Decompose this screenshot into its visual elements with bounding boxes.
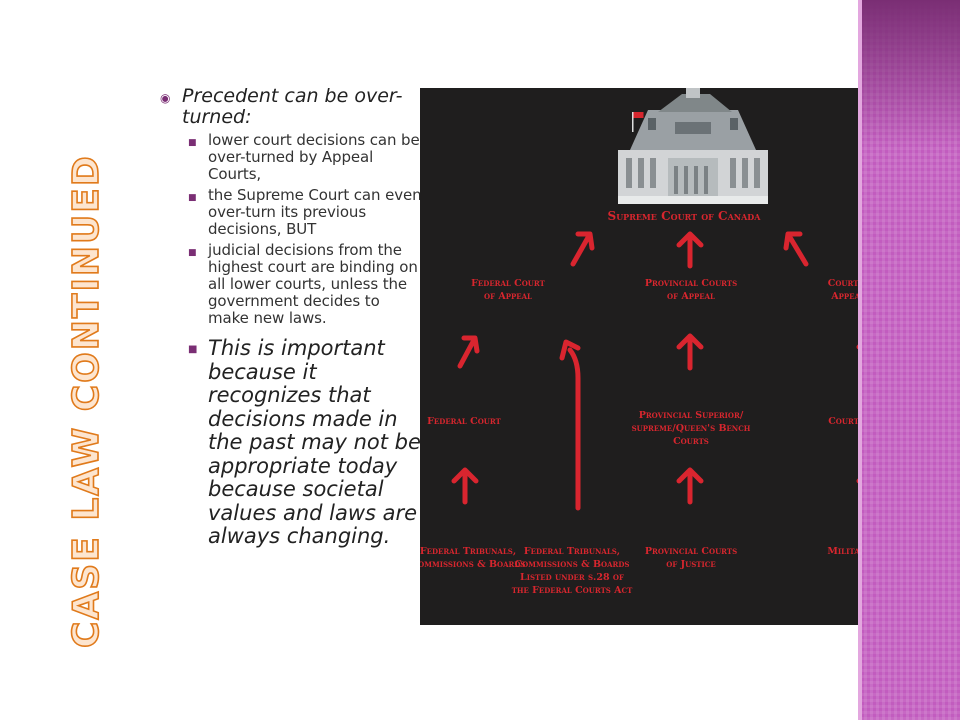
label-federal-tribunals-s28-3: Listed under s.28 of (520, 572, 624, 583)
label-federal-court: Federal Court (427, 416, 501, 427)
label-provincial-superior-2: supreme/Queen's Bench (632, 423, 751, 434)
label-provincial-appeal-2: of Appeal (667, 291, 715, 302)
label-court-martial-appeal-2: Appeal Court (830, 291, 858, 302)
sub-bullet-text: judicial decisions from the highest cour… (208, 241, 418, 327)
label-provincial-justice-1: Provincial Courts (645, 546, 737, 557)
label-federal-tribunals-1: Federal Tribunals, (420, 546, 516, 557)
importance-text: This is important because it recognizes … (208, 337, 422, 549)
label-courts-martial: Courts Martial (828, 416, 858, 427)
label-provincial-superior-3: Courts (673, 436, 709, 447)
sub-bullet-item: ■ the Supreme Court can even over-turn i… (182, 187, 422, 238)
label-provincial-justice-2: of Justice (666, 559, 715, 570)
decorative-side-strip (858, 0, 960, 720)
side-strip-edge (858, 0, 862, 720)
bullet-circle-icon: ◉ (160, 91, 170, 105)
sub-bullet-text: lower court decisions can be over-turned… (208, 131, 420, 183)
importance-bullet: ■ This is important because it recognize… (160, 337, 422, 549)
arrow-long-up-icon (562, 342, 578, 508)
sub-bullet-item: ■ lower court decisions can be over-turn… (182, 132, 422, 183)
square-bullet-icon: ■ (188, 344, 197, 355)
bullet-main: ◉ Precedent can be over-turned: ■ lower … (160, 86, 422, 327)
slide-title-container: Case Law Continued (58, 300, 118, 650)
label-federal-tribunals-s28-2: Commissions & Boards (515, 559, 630, 570)
supreme-court-building-icon (618, 88, 768, 204)
arrow-up-icon (454, 470, 476, 502)
label-federal-tribunals-2: Commissions & Boards (420, 559, 525, 570)
label-military-justice: Military Justice (827, 546, 858, 557)
bullet-main-text: Precedent can be over-turned: (182, 86, 422, 128)
label-federal-tribunals-s28-4: the Federal Courts Act (512, 585, 633, 596)
arrow-up-icon (679, 234, 701, 266)
arrow-up-right-icon (573, 234, 592, 264)
arrow-up-right-icon (460, 338, 477, 366)
label-federal-court-appeal-2: of Appeal (484, 291, 532, 302)
label-provincial-superior-1: Provincial Superior/ (639, 410, 744, 421)
sub-bullet-text: the Supreme Court can even over-turn its… (208, 186, 422, 238)
square-bullet-icon: ■ (188, 135, 196, 152)
court-hierarchy-svg: Supreme Court of Canada Federal Court of… (420, 88, 858, 625)
bullet-content: ◉ Precedent can be over-turned: ■ lower … (160, 86, 422, 549)
arrow-up-left-icon (786, 234, 806, 264)
label-supreme-court: Supreme Court of Canada (608, 209, 762, 223)
court-hierarchy-diagram: Supreme Court of Canada Federal Court of… (420, 88, 858, 625)
label-court-martial-appeal-1: Court Martial (828, 278, 858, 289)
label-federal-tribunals-s28-1: Federal Tribunals, (524, 546, 620, 557)
square-bullet-icon: ■ (188, 245, 196, 262)
sub-bullet-item: ■ judicial decisions from the highest co… (182, 242, 422, 327)
side-strip-shade (858, 0, 960, 150)
slide-title: Case Law Continued (66, 154, 107, 648)
arrow-up-icon (679, 336, 701, 368)
label-federal-court-appeal-1: Federal Court (471, 278, 545, 289)
arrow-up-icon (679, 470, 701, 502)
square-bullet-icon: ■ (188, 190, 196, 207)
label-provincial-appeal-1: Provincial Courts (645, 278, 737, 289)
sub-bullet-list: ■ lower court decisions can be over-turn… (182, 132, 422, 327)
